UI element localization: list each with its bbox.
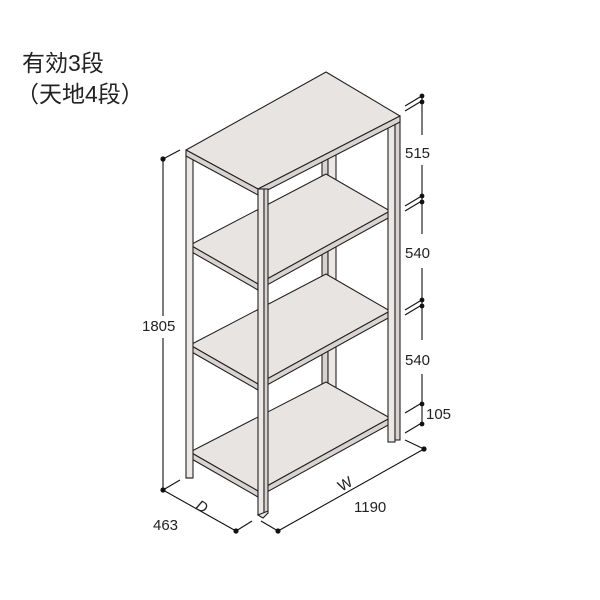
depth-label: D [193, 497, 211, 517]
shelf-bottom [189, 381, 391, 498]
tier-spacing-dimension: 515 540 540 105 [404, 93, 451, 434]
segment-bottom-value: 105 [426, 406, 451, 423]
segment-lower-value: 540 [405, 352, 430, 369]
depth-value: 463 [153, 517, 178, 534]
segment-top-value: 515 [405, 145, 430, 162]
width-dimension: W 1190 [260, 439, 427, 534]
depth-dimension: D 463 [153, 479, 253, 534]
shelf-top [185, 71, 401, 196]
segment-upper-value: 540 [405, 245, 430, 262]
height-value: 1805 [142, 318, 175, 335]
height-dimension: 1805 [142, 149, 181, 493]
width-value: 1190 [354, 499, 386, 516]
total-tiers-label: （天地4段） [16, 81, 144, 107]
shelf-2 [189, 173, 391, 291]
width-label: W [335, 473, 356, 495]
shelf-3 [189, 273, 391, 391]
effective-tiers-label: 有効3段 [22, 50, 104, 76]
front-left-post [185, 151, 194, 479]
front-right-post [256, 188, 269, 519]
right-rear-post [387, 117, 401, 443]
